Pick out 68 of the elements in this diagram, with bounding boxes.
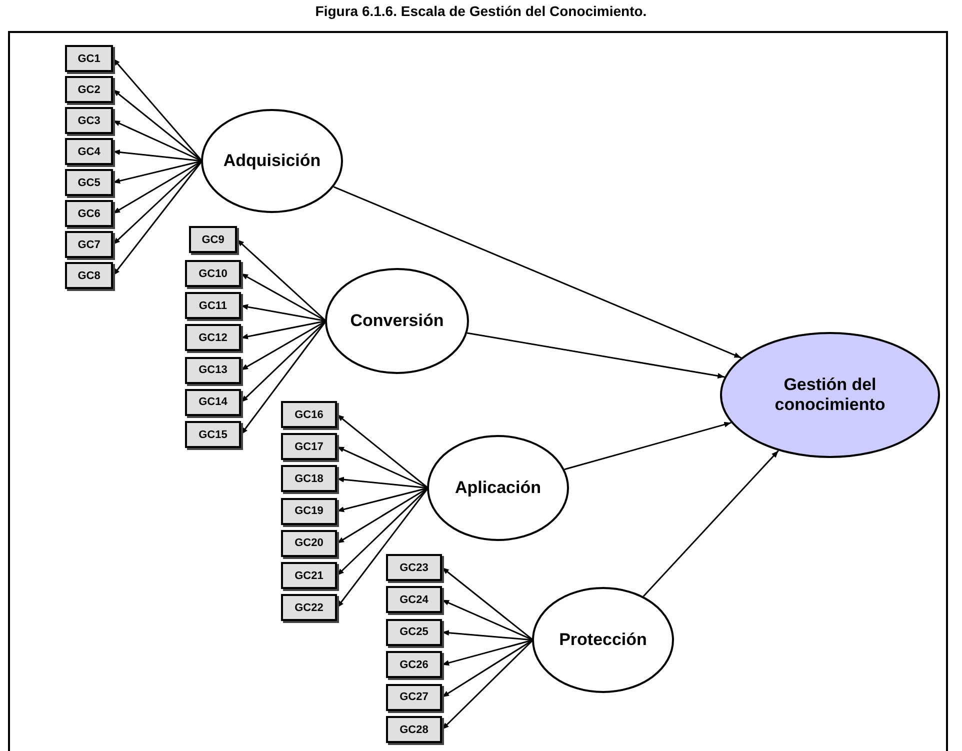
indicator-box: GC20 <box>281 530 337 557</box>
arrow <box>442 639 534 698</box>
construct-label: Protección <box>559 630 647 650</box>
construct-label: Aplicación <box>455 478 541 498</box>
indicator-box: GC6 <box>65 200 113 227</box>
indicator-box: GC11 <box>185 292 241 320</box>
arrow <box>112 160 202 214</box>
construct-ellipse <box>201 109 343 213</box>
arrow <box>336 488 429 608</box>
arrow <box>112 58 203 162</box>
arrow <box>112 149 202 162</box>
arrow <box>441 639 534 730</box>
indicator-box: GC24 <box>386 586 442 614</box>
indicator-box: GC16 <box>281 401 337 428</box>
construct-label: Conversión <box>350 311 444 331</box>
arrow <box>112 88 202 162</box>
arrow <box>642 450 779 597</box>
arrow <box>336 476 428 489</box>
arrow <box>112 160 202 184</box>
arrow <box>240 304 326 322</box>
indicator-box: GC7 <box>65 231 113 258</box>
arrow <box>236 238 326 322</box>
indicator-box: GC15 <box>185 421 241 448</box>
arrow <box>240 320 326 371</box>
indicator-box: GC10 <box>185 260 241 287</box>
arrow <box>466 332 725 379</box>
figure-title: Figura 6.1.6. Escala de Gestión del Conocimiento. <box>314 3 648 19</box>
arrow <box>564 422 732 470</box>
indicator-box: GC14 <box>185 388 241 416</box>
indicator-box: GC21 <box>281 562 337 589</box>
indicator-box: GC25 <box>386 618 442 646</box>
indicator-box: GC19 <box>281 498 337 525</box>
arrow <box>333 186 742 358</box>
indicator-box: GC26 <box>386 651 442 678</box>
arrow <box>442 639 534 666</box>
indicator-box: GC22 <box>281 594 337 622</box>
construct-label: Adquisición <box>223 151 321 171</box>
arrow <box>336 487 428 544</box>
arrow <box>336 414 428 489</box>
arrow <box>112 160 203 276</box>
indicator-box: GC13 <box>185 356 241 384</box>
arrow <box>336 487 428 512</box>
indicator-box: GC17 <box>281 433 337 460</box>
indicator-box: GC18 <box>281 465 337 492</box>
indicator-box: GC28 <box>386 716 442 743</box>
arrow <box>336 446 428 489</box>
arrow <box>112 120 202 162</box>
indicator-box: GC3 <box>65 107 113 134</box>
construct-label: Gestión del conocimiento <box>774 375 886 415</box>
indicator-box: GC4 <box>65 138 113 165</box>
indicator-box: GC27 <box>386 684 442 711</box>
construct-ellipse <box>532 587 674 693</box>
arrow <box>442 599 534 641</box>
arrow <box>240 320 326 340</box>
construct-ellipse <box>720 332 940 458</box>
indicator-box: GC8 <box>65 262 113 289</box>
arrow <box>240 320 327 435</box>
indicator-box: GC2 <box>65 76 113 103</box>
indicator-box: GC23 <box>386 554 442 581</box>
arrow <box>240 272 326 322</box>
indicator-box: GC9 <box>189 226 237 253</box>
construct-ellipse <box>427 435 569 541</box>
indicator-box: GC1 <box>65 45 113 72</box>
arrow <box>442 566 534 641</box>
indicator-box: GC5 <box>65 169 113 196</box>
construct-ellipse <box>325 268 469 374</box>
arrow <box>442 630 534 641</box>
indicator-box: GC12 <box>185 324 241 352</box>
